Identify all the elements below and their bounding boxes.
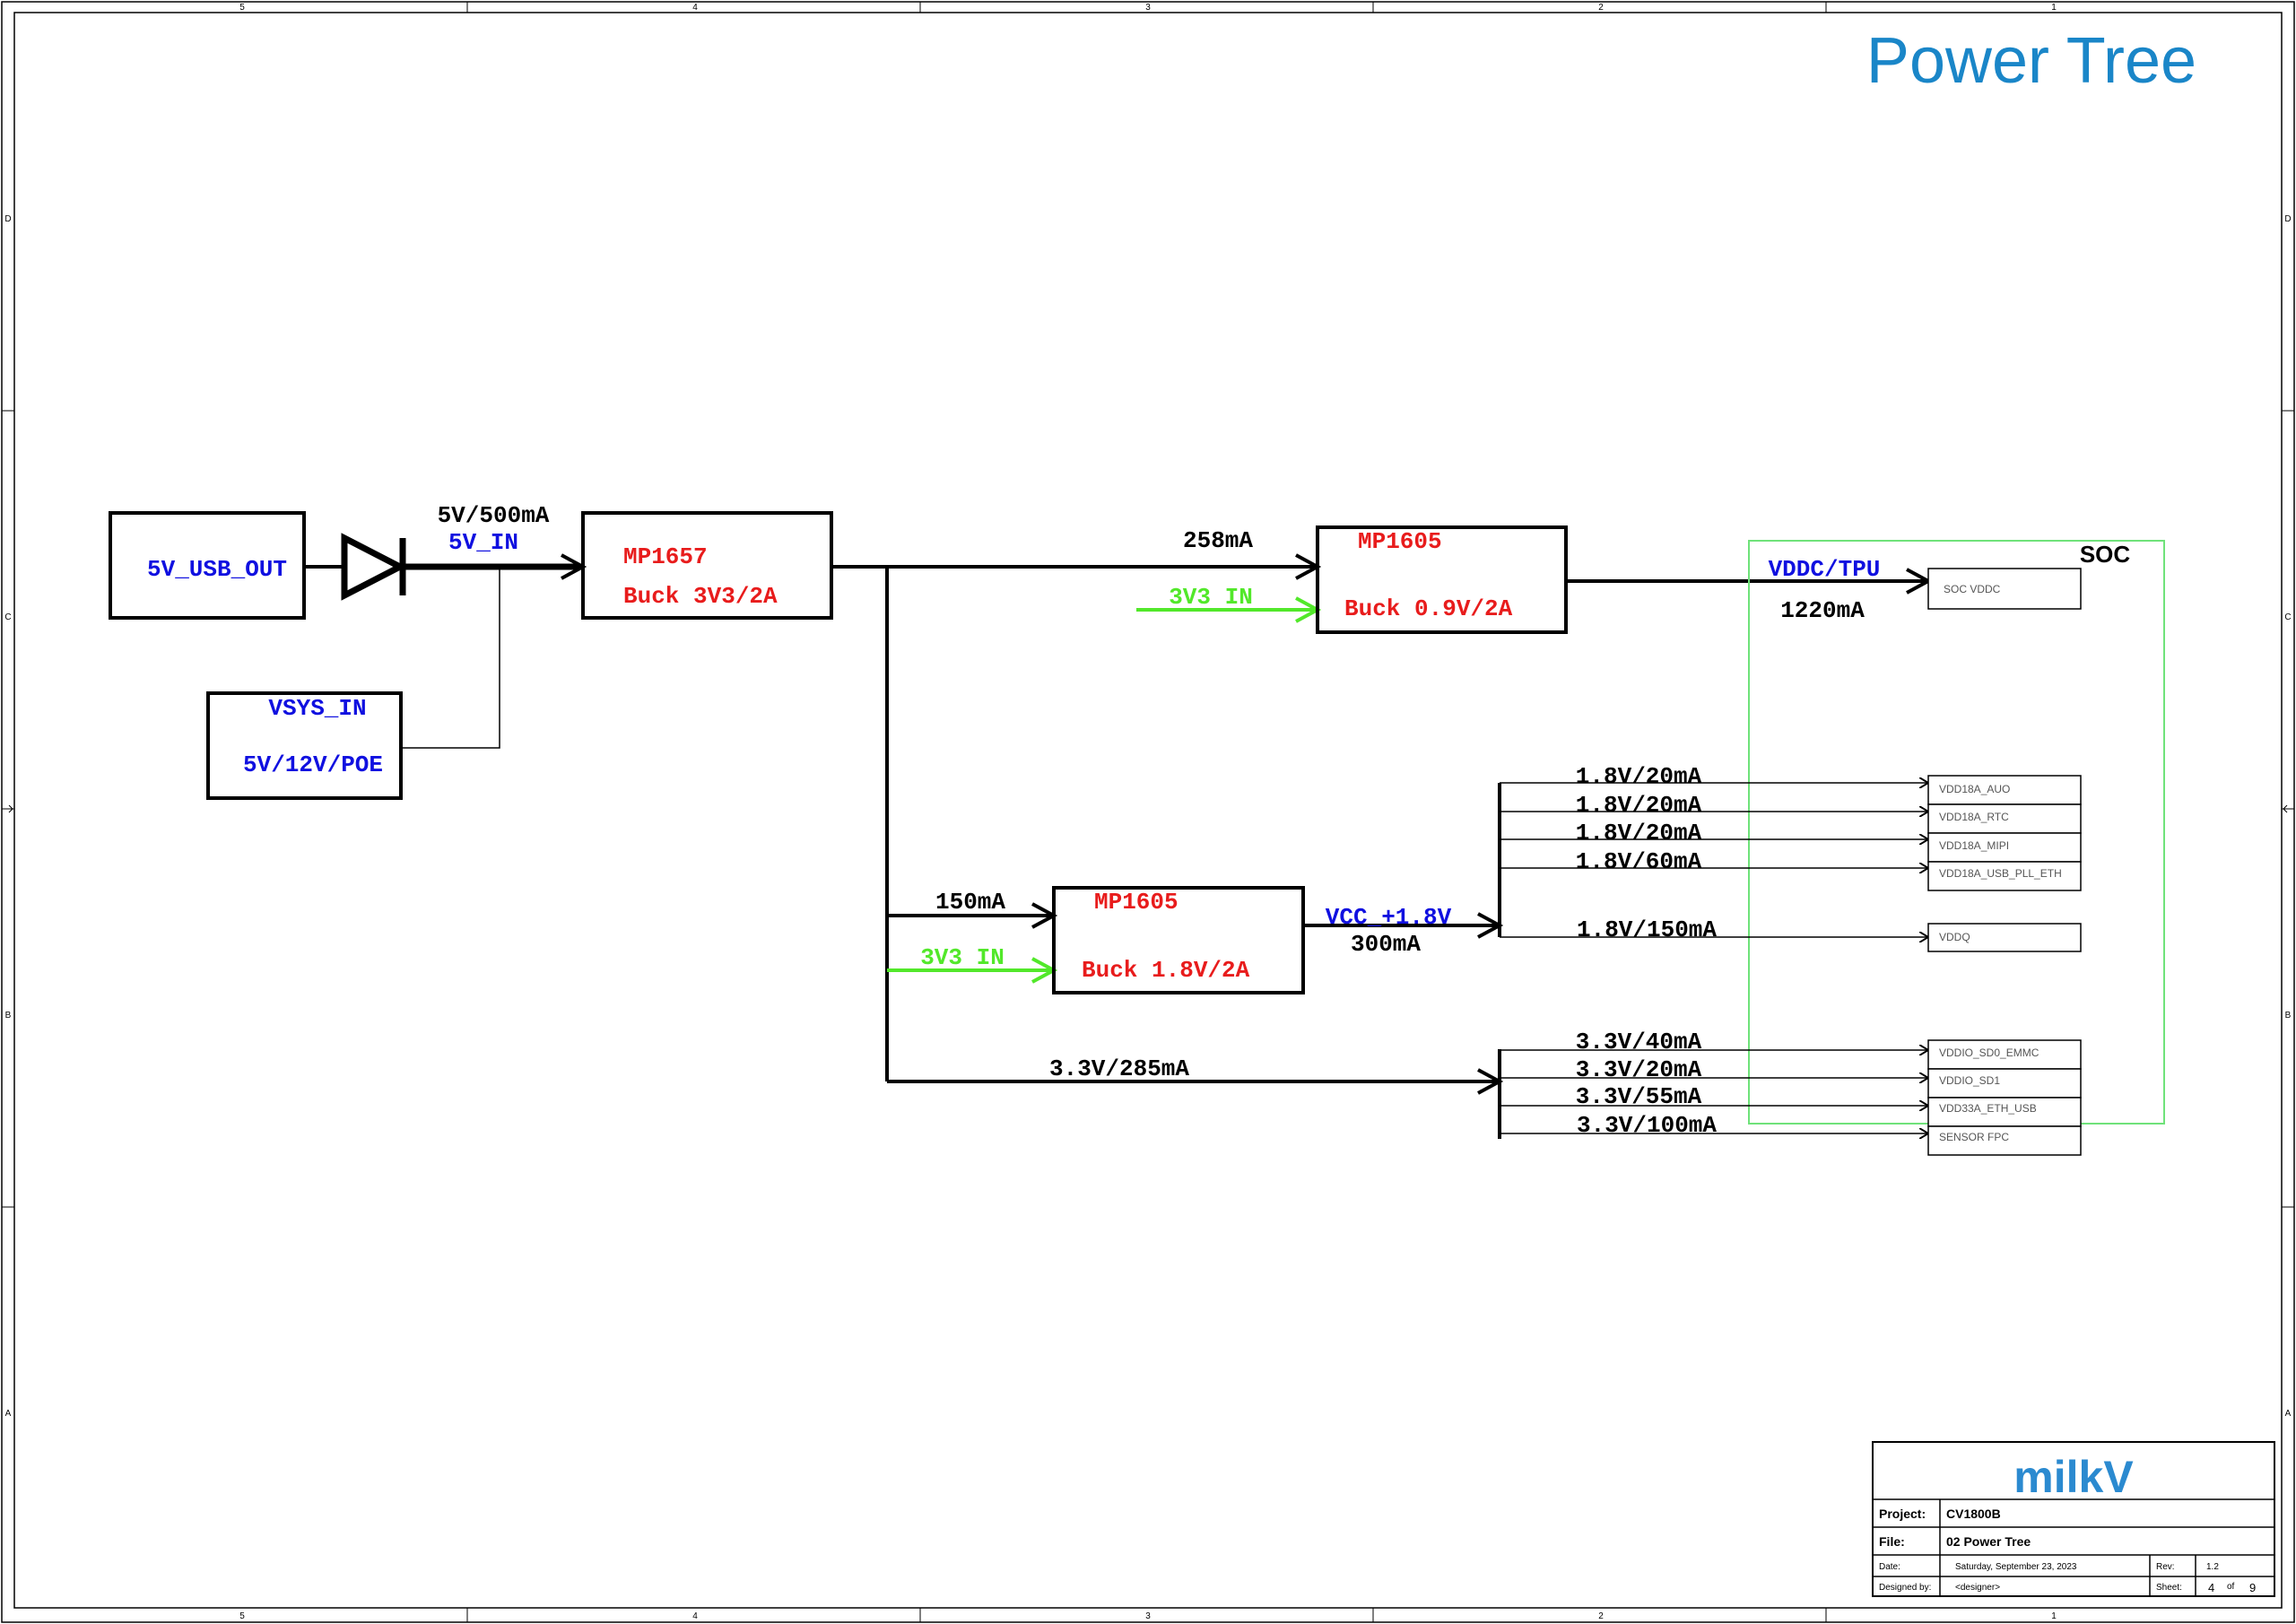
- vcc18-current-label: 300mA: [1351, 931, 1421, 958]
- frame-col-5-bottom: 5: [239, 1611, 245, 1621]
- mp1605-top-part: MP1605: [1358, 528, 1442, 555]
- rail-33-label-4: 3.3V/100mA: [1577, 1112, 1717, 1139]
- vsys-label: VSYS_IN: [268, 695, 366, 722]
- vsys-block: [206, 691, 403, 800]
- top-current-label: 258mA: [1183, 527, 1253, 554]
- rail-18-label-3: 1.8V/20mA: [1576, 820, 1702, 847]
- input-current-label: 5V/500mA: [438, 502, 550, 529]
- project-value: CV1800B: [1946, 1507, 2001, 1521]
- frame-col-4-bottom: 4: [692, 1611, 698, 1621]
- frame-col-1-bottom: 1: [2051, 1611, 2057, 1621]
- vsys-wire: [401, 567, 500, 749]
- sheet-of-label: of: [2227, 1582, 2235, 1592]
- rail-33-label-2: 3.3V/20mA: [1576, 1056, 1702, 1083]
- 5v-in-net-label: 5V_IN: [448, 529, 518, 556]
- v33-rail-label: 3.3V/285mA: [1049, 1055, 1189, 1082]
- frame-row-c-right: C: [2284, 612, 2291, 622]
- svg-text:VDDQ: VDDQ: [1939, 931, 1970, 943]
- frame-col-3-top: 3: [1145, 3, 1151, 13]
- rail-33-lines: [1500, 1050, 1928, 1133]
- rail-33-label-3: 3.3V/55mA: [1576, 1083, 1702, 1110]
- vddc-current-label: 1220mA: [1780, 597, 1865, 624]
- file-label: File:: [1879, 1534, 1905, 1549]
- soc-pin-vdd18a-mipi: VDD18A_MIPI: [1939, 839, 2009, 852]
- rev-label: Rev:: [2156, 1562, 2175, 1572]
- frame-row-a-right: A: [2285, 1409, 2292, 1419]
- frame-row-d-left: D: [4, 214, 11, 224]
- file-value: 02 Power Tree: [1946, 1534, 2031, 1549]
- vsys-voltage-label: 5V/12V/POE: [243, 751, 383, 778]
- frame-col-5-top: 5: [239, 3, 245, 13]
- top-3v3-in-label: 3V3 IN: [1169, 584, 1253, 611]
- usb-out-label: 5V_USB_OUT: [147, 556, 287, 583]
- mid-current-label: 150mA: [935, 889, 1005, 916]
- frame-row-b-left: B: [5, 1011, 12, 1020]
- soc-pin-vdd33a-eth-usb: VDD33A_ETH_USB: [1939, 1102, 2037, 1115]
- project-label: Project:: [1879, 1507, 1926, 1521]
- soc-pin-group-18: VDD18A_AUO VDD18A_RTC VDD18A_MIPI VDD18A…: [1927, 775, 2082, 891]
- rev-value: 1.2: [2206, 1562, 2219, 1572]
- company-logo: milkV: [2013, 1452, 2134, 1502]
- rail-18-label-2: 1.8V/20mA: [1576, 792, 1702, 819]
- mp1605-mid-desc: Buck 1.8V/2A: [1082, 957, 1250, 984]
- soc-pin-sensor-fpc: SENSOR FPC: [1939, 1131, 2009, 1143]
- sheet-value: 4: [2208, 1581, 2214, 1594]
- rail-18-lines: [1500, 783, 1928, 937]
- soc-label: SOC: [2080, 541, 2131, 568]
- frame-col-1-top: 1: [2051, 3, 2057, 13]
- mp1605-mid-part: MP1605: [1094, 889, 1178, 916]
- svg-text:SOC VDDC: SOC VDDC: [1944, 583, 2001, 595]
- frame-row-d-right: D: [2284, 214, 2291, 224]
- soc-pin-vddq: VDDQ: [1927, 923, 2082, 952]
- mid-3v3-in-label: 3V3 IN: [920, 944, 1004, 971]
- rail-18-label-1: 1.8V/20mA: [1576, 763, 1702, 790]
- sheet-total: 9: [2249, 1581, 2256, 1594]
- page-title: Power Tree: [1866, 25, 2196, 97]
- mp1605-top-desc: Buck 0.9V/2A: [1344, 595, 1513, 622]
- frame-col-4-top: 4: [692, 3, 698, 13]
- title-block: milkV Project: CV1800B File: 02 Power Tr…: [1872, 1441, 2275, 1597]
- soc-pin-group-33: VDDIO_SD0_EMMC VDDIO_SD1 VDD33A_ETH_USB …: [1927, 1039, 2082, 1156]
- date-value: Saturday, September 23, 2023: [1955, 1562, 2077, 1572]
- frame-col-2-top: 2: [1598, 3, 1604, 13]
- soc-pin-vdd18a-usb-pll-eth: VDD18A_USB_PLL_ETH: [1939, 867, 2062, 880]
- frame-row-a-left: A: [5, 1409, 12, 1419]
- frame-col-3-bottom: 3: [1145, 1611, 1151, 1621]
- mp1657-part: MP1657: [623, 543, 708, 570]
- vddc-net-label: VDDC/TPU: [1769, 556, 1881, 583]
- frame-row-c-left: C: [4, 612, 11, 622]
- soc-pin-vddc: SOC VDDC: [1927, 568, 2082, 610]
- mp1657-desc: Buck 3V3/2A: [623, 583, 778, 610]
- rail-vddq-label: 1.8V/150mA: [1577, 916, 1717, 943]
- frame-row-b-right: B: [2285, 1011, 2292, 1020]
- soc-pin-vddio-sd1: VDDIO_SD1: [1939, 1074, 2000, 1087]
- designed-label: Designed by:: [1879, 1583, 1931, 1593]
- diode-symbol: [341, 533, 407, 601]
- soc-pin-vdd18a-auo: VDD18A_AUO: [1939, 783, 2010, 795]
- date-label: Date:: [1879, 1562, 1900, 1572]
- rail-18-label-4: 1.8V/60mA: [1576, 848, 1702, 875]
- sheet-label: Sheet:: [2156, 1583, 2182, 1593]
- frame-col-2-bottom: 2: [1598, 1611, 1604, 1621]
- rail-33-label-1: 3.3V/40mA: [1576, 1029, 1702, 1055]
- designed-value: <designer>: [1955, 1583, 2000, 1593]
- mp1605-mid-block: [1052, 886, 1305, 994]
- soc-pin-vddio-sd0-emmc: VDDIO_SD0_EMMC: [1939, 1046, 2039, 1059]
- vcc18-net-label: VCC_+1.8V: [1326, 904, 1452, 931]
- soc-pin-vdd18a-rtc: VDD18A_RTC: [1939, 811, 2009, 823]
